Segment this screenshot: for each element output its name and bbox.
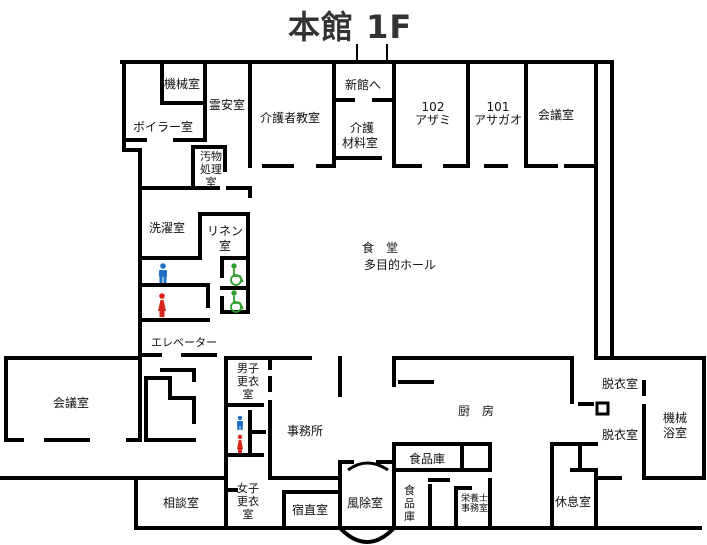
room-label-changing-2: 脱衣室 [602, 428, 639, 442]
room-label-women-locker-3: 室 [242, 508, 254, 521]
entrance-arc [338, 526, 396, 544]
room-label-elevator: エレベーター [151, 336, 217, 349]
room-label-dining: 食 堂 [361, 241, 398, 255]
female-toilet-icon [237, 434, 243, 453]
room-label-101-name: アサガオ [473, 113, 522, 127]
floor-title: 本館 1F [288, 8, 413, 46]
room-label-linen-1: リネン [206, 224, 243, 238]
room-label-changing-1: 脱衣室 [602, 377, 639, 391]
room-label-food-storage-vertical: 食品庫 [404, 484, 415, 523]
male-toilet-icon [237, 415, 243, 430]
room-label-men-locker-3: 室 [242, 388, 254, 401]
wheelchair-icon [230, 263, 244, 286]
bath-tub [595, 401, 610, 416]
passage-arrow [356, 44, 388, 62]
room-label-women-locker-1: 女子 [237, 482, 259, 495]
room-label-meeting-left: 会議室 [53, 396, 90, 410]
walls [0, 60, 706, 530]
room-label-dietitian-office: 栄養士事務室 [461, 494, 489, 514]
room-label-women-locker-2: 更衣 [237, 495, 259, 508]
room-label-men-locker-2: 更衣 [237, 375, 259, 388]
room-label-consultation: 相談室 [163, 496, 200, 510]
room-label-machine-bath-2: 浴室 [662, 426, 687, 440]
room-label-kitchen: 厨 房 [457, 404, 494, 418]
room-label-laundry: 洗濯室 [149, 221, 186, 235]
room-label-machine: 機械室 [164, 77, 201, 91]
room-label-caregiver-class: 介護者教室 [260, 111, 321, 125]
room-label-night-duty: 宿直室 [292, 503, 329, 517]
room-label-mortuary: 霊安室 [209, 98, 246, 112]
room-label-soil-3: 室 [205, 176, 217, 189]
room-label-food-storage: 食品庫 [409, 452, 446, 466]
room-label-machine-bath-1: 機械 [662, 411, 687, 425]
male-toilet-icon [159, 263, 167, 283]
room-label-102-number: 102 [421, 100, 445, 114]
entrance-arc-top [347, 461, 389, 472]
room-label-care-material-2: 材料室 [341, 136, 378, 150]
female-toilet-icon [158, 293, 166, 317]
room-label-soil-1: 汚物 [200, 150, 222, 163]
room-label-linen-2: 室 [218, 239, 231, 253]
room-label-multipurpose-hall: 多目的ホール [363, 258, 436, 272]
room-label-boiler: ボイラー室 [133, 120, 194, 134]
passage-label-new-building: 新館へ [345, 78, 382, 92]
room-label-care-material-1: 介護 [349, 121, 374, 135]
wheelchair-icon [230, 290, 244, 313]
room-label-men-locker-1: 男子 [237, 362, 259, 375]
room-label-windbreak: 風除室 [347, 496, 384, 510]
room-label-meeting-top: 会議室 [538, 108, 575, 122]
room-label-101-number: 101 [486, 100, 510, 114]
room-label-102-name: アザミ [414, 113, 451, 127]
room-label-office: 事務所 [287, 424, 324, 438]
room-label-soil-2: 処理 [200, 163, 222, 176]
room-label-rest: 休息室 [555, 495, 592, 509]
